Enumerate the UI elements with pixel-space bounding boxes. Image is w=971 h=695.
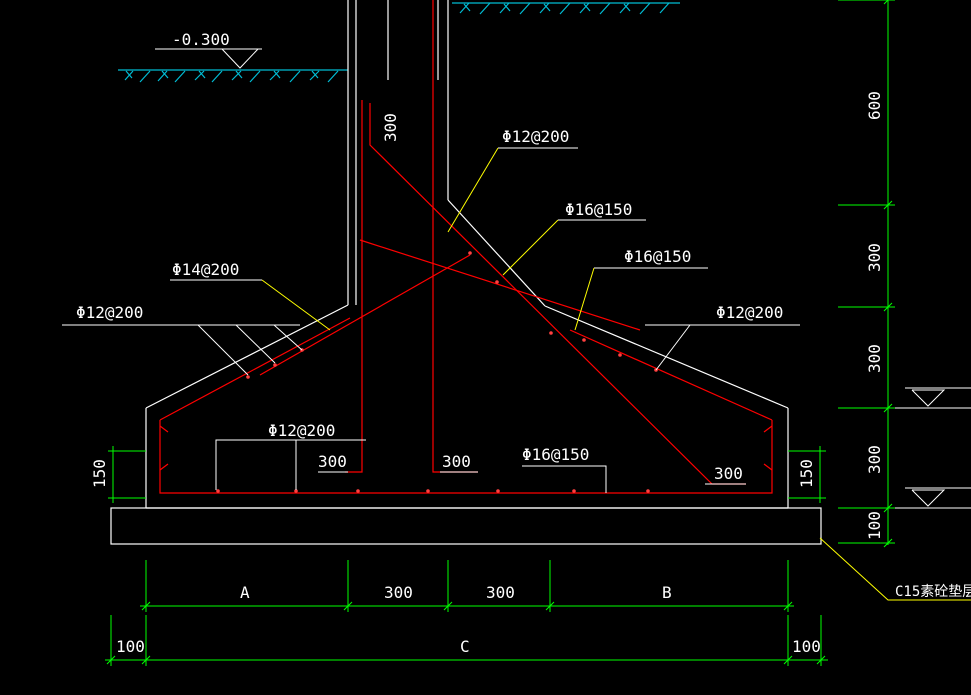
elevation-label: -0.300: [172, 30, 230, 49]
rebar-label-6: Φ12@200: [76, 303, 143, 322]
rebar-label-2: Φ16@150: [565, 200, 632, 219]
rebar-label-5: Φ14@200: [172, 260, 239, 279]
right-dim-600: 600: [865, 91, 884, 120]
bottom-dim-row-1: [140, 560, 794, 612]
left-150-label: 150: [90, 459, 109, 488]
bottom-dim-row-2: [105, 615, 828, 666]
rebar-label-7: Φ12@200: [268, 421, 335, 440]
bottom-dim-C: C: [460, 637, 470, 656]
right-dim-chain: [838, 0, 895, 548]
rebar-dots: [216, 251, 658, 493]
bottom-dim-300-left: 300: [384, 583, 413, 602]
soil-hatch-right: [452, 2, 680, 15]
rebar-label-3: Φ16@150: [624, 247, 691, 266]
leader-lines: [62, 147, 800, 493]
bottom-dim-100-right: 100: [792, 637, 821, 656]
rebar-label-8: Φ16@150: [522, 445, 589, 464]
right-dim-300-b: 300: [865, 344, 884, 373]
right-dim-100: 100: [865, 511, 884, 540]
bottom-dim-300-right: 300: [486, 583, 515, 602]
foundation-outline: [110, 0, 822, 545]
wall-vertical-dim-label: 300: [381, 113, 400, 142]
cushion-note: C15素砼垫层: [895, 584, 971, 600]
anchor-label-left: 300: [318, 452, 347, 471]
anchor-label-mid: 300: [442, 452, 471, 471]
rebar-label-1: Φ12@200: [502, 127, 569, 146]
rebar-label-4: Φ12@200: [716, 303, 783, 322]
leader-lines-yellow: [261, 147, 971, 601]
right-elevation-marks: [895, 387, 971, 509]
right-dim-300-a: 300: [865, 243, 884, 272]
right-dim-300-c: 300: [865, 445, 884, 474]
bottom-dim-B: B: [662, 583, 672, 602]
side-dims: [108, 446, 826, 503]
bottom-dim-A: A: [240, 583, 250, 602]
right-150-label: 150: [797, 459, 816, 488]
anchor-label-right: 300: [714, 464, 743, 483]
elevation-marker: [155, 48, 262, 69]
bottom-dim-100-left: 100: [116, 637, 145, 656]
soil-hatch-left: [118, 69, 348, 83]
